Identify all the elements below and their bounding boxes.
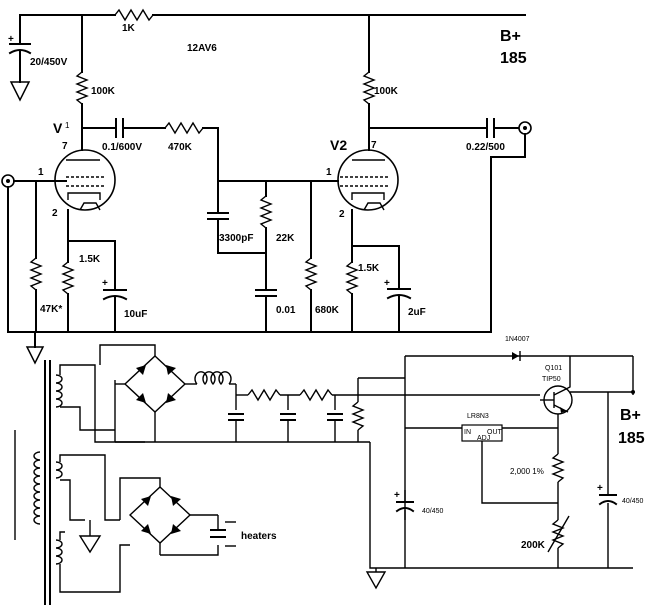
tube-type-label: 12AV6 <box>187 43 217 54</box>
r-series-label: 470K <box>168 142 193 153</box>
c-supply-label: 20/450V <box>30 57 68 68</box>
q101-label: Q101 <box>545 365 562 372</box>
r-2000-label: 2,000 1% <box>510 467 544 476</box>
b-plus-ps-value: 185 <box>618 430 645 447</box>
filter-cap-2 <box>280 413 296 442</box>
filter-cap-1 <box>228 413 244 442</box>
svg-text:+: + <box>384 278 390 289</box>
heaters-label: heaters <box>241 531 277 542</box>
resistor-2000 <box>551 428 565 520</box>
tone-capacitor <box>207 212 229 254</box>
tube-v1 <box>54 149 116 211</box>
output-jack[interactable] <box>518 121 532 135</box>
c-out-label: 0.22/500 <box>466 142 505 153</box>
output-capacitor <box>486 118 495 138</box>
svg-text:+: + <box>394 490 400 501</box>
power-transformer <box>14 360 63 605</box>
r-tone-label: 22K <box>276 233 295 244</box>
ground-symbol-top <box>25 331 45 365</box>
transistor-q101 <box>540 356 573 415</box>
bridge-rectifier-1 <box>99 344 197 442</box>
plate-resistor-v2 <box>362 14 376 151</box>
cathode-resistor-v2 <box>345 245 359 333</box>
pin7-v2: 7 <box>371 140 377 151</box>
series-resistor <box>164 121 204 135</box>
reg-label: LR8N3 <box>467 413 489 420</box>
grid-resistor <box>29 180 43 333</box>
supply-capacitor: + <box>8 14 32 102</box>
c-k1-label: 10uF <box>124 309 147 320</box>
cathode-resistor-v1 <box>61 240 75 333</box>
b-plus-ps-label: B+ <box>620 407 641 424</box>
pin2-v2: 2 <box>339 209 345 220</box>
pin1-v1: 1 <box>38 167 44 178</box>
c-001-label: 0.01 <box>276 305 296 316</box>
r-plate2-label: 100K <box>374 86 399 97</box>
heater-capacitor <box>210 515 226 538</box>
v2-label: V2 <box>330 137 347 153</box>
svg-text:+: + <box>8 34 14 45</box>
c-ps1-label: 40/450 <box>422 508 444 515</box>
reg-adj-label: ADJ <box>477 435 490 442</box>
v1-label: V <box>53 120 63 136</box>
tip50-label: TIP50 <box>542 376 561 383</box>
reg-in-label: IN <box>464 429 471 436</box>
r-plate1-label: 100K <box>91 86 116 97</box>
cathode-cap-v2: + <box>384 245 412 333</box>
tube-v2 <box>337 149 399 211</box>
b-plus-top-value: 185 <box>500 50 527 67</box>
b-plus-top-label: B+ <box>500 28 521 45</box>
resistor-680k <box>304 180 318 333</box>
pin7-v1: 7 <box>62 141 68 152</box>
ground-symbol-heater <box>78 535 102 554</box>
c-couple1-label: 0.1/600V <box>102 142 142 153</box>
filter-cap-3 <box>327 413 343 442</box>
cathode-cap-v1: + <box>102 240 128 333</box>
r-k2-label: 1.5K <box>358 263 380 274</box>
b-plus-rail <box>19 8 526 22</box>
pot-200k-label: 200K <box>521 540 546 551</box>
pin2-v1: 2 <box>52 208 58 219</box>
c-k2-label: 2uF <box>408 307 426 318</box>
choke <box>194 371 248 396</box>
tone-resistor <box>259 180 273 291</box>
r-supply-label: 1K <box>122 23 136 34</box>
pot-200k[interactable] <box>547 515 570 568</box>
cap-001 <box>255 289 277 333</box>
v1-sub: 1 <box>65 121 70 130</box>
coupling-cap-1 <box>115 118 124 138</box>
reg-out-label: OUT <box>487 429 503 436</box>
pin1-v2: 1 <box>326 167 332 178</box>
r-grid-label: 47K* <box>40 304 62 315</box>
ps-capacitor-1: + <box>394 490 415 520</box>
ps-capacitor-2: + <box>597 392 618 568</box>
diode-1n4007 <box>512 351 521 361</box>
svg-text:+: + <box>102 278 108 289</box>
bridge-rectifier-2 <box>119 477 218 555</box>
svg-text:+: + <box>597 483 603 494</box>
diode-label: 1N4007 <box>505 336 530 343</box>
bleeder-resistor <box>351 377 405 442</box>
ground-symbol-ps <box>365 568 387 590</box>
c-tone-label: 3300pF <box>219 233 253 244</box>
c-ps2-label: 40/450 <box>622 498 644 505</box>
plate-resistor-v1 <box>75 14 89 151</box>
r-k1-label: 1.5K <box>79 254 101 265</box>
input-jack[interactable] <box>1 174 15 188</box>
r-680-label: 680K <box>315 305 340 316</box>
